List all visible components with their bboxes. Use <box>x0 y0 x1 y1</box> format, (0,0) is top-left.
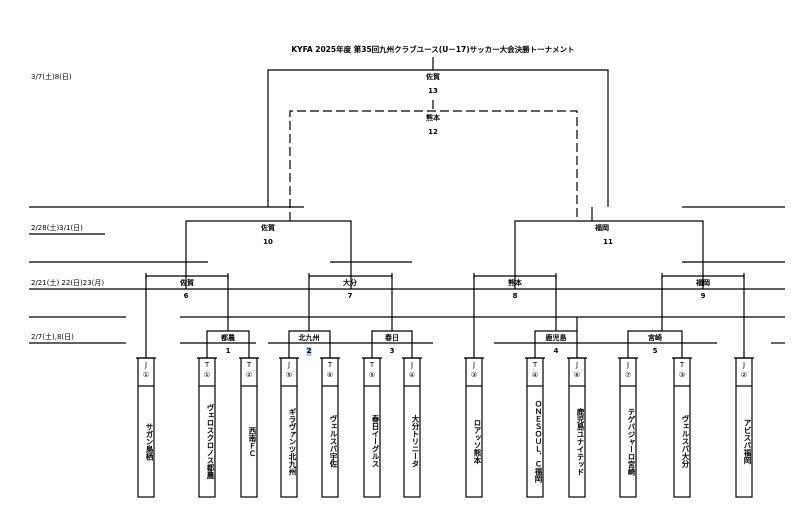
match-4-venue: 鹿児島 <box>545 334 567 342</box>
team-seed: ① <box>203 371 211 379</box>
team-league: T <box>246 361 252 369</box>
team-league: J <box>144 361 148 369</box>
match-5-venue: 宮崎 <box>648 334 662 342</box>
match-6-venue: 佐賀 <box>180 279 194 287</box>
match-11-number: 11 <box>603 238 613 246</box>
team-name: 春日イーグルス <box>371 415 380 468</box>
match-5-number: 5 <box>652 347 658 355</box>
team-seed: ② <box>740 371 748 379</box>
team-league: J <box>410 361 414 369</box>
bracket-solid-lines <box>29 57 785 498</box>
match-12-number: 12 <box>428 128 438 136</box>
team-seed: ⑦ <box>624 371 632 379</box>
team-seed: ⑥ <box>326 371 334 379</box>
team-league: J <box>626 361 630 369</box>
team-name: テゲバジャーロ宮崎 <box>627 407 636 476</box>
team-seed: ⑤ <box>368 371 376 379</box>
team-league: J <box>742 361 746 369</box>
match-7-venue: 大分 <box>343 279 357 287</box>
team-seed: ⑥ <box>573 371 581 379</box>
match-4-number: 4 <box>553 347 559 355</box>
team-seed: ④ <box>408 371 416 379</box>
team-name: ギラヴァンツ北九州 <box>288 407 297 476</box>
team-name: ロアッソ熊本 <box>473 419 482 464</box>
team-league: T <box>679 361 685 369</box>
team-league: J <box>472 361 476 369</box>
match-11-venue: 福岡 <box>595 224 609 232</box>
match-10-venue: 佐賀 <box>261 224 275 232</box>
team-league: J <box>287 361 291 369</box>
team-name: 大分トリニータ <box>411 415 420 468</box>
match-13-number: 13 <box>428 87 438 95</box>
team-league: T <box>204 361 210 369</box>
round-date-first-round: 2/7(土),8(日) <box>31 333 74 341</box>
team-seed: ③ <box>470 371 478 379</box>
match-9-number: 9 <box>700 292 706 300</box>
match-9-venue: 福岡 <box>696 279 710 287</box>
match-8-number: 8 <box>512 292 518 300</box>
match-12-venue: 熊本 <box>426 114 440 122</box>
match-8-venue: 熊本 <box>508 279 522 287</box>
match-6-number: 6 <box>183 292 189 300</box>
match-2-venue: 北九州 <box>298 334 320 342</box>
team-name: ヴェロスクロノス都農 <box>206 404 215 479</box>
team-name: 西南ＦＣ <box>248 426 257 457</box>
team-seed: ③ <box>678 371 686 379</box>
match-7-number: 7 <box>347 292 353 300</box>
match-10-number: 10 <box>263 238 273 246</box>
team-name: アビスパ福岡 <box>743 419 752 464</box>
team-seed: ④ <box>531 371 539 379</box>
team-name: ヴェルスパ宇佐 <box>329 415 338 468</box>
match-3-number: 3 <box>389 347 395 355</box>
team-league: J <box>575 361 579 369</box>
team-league: T <box>369 361 375 369</box>
team-name: ヴェルスパ大分 <box>681 415 690 468</box>
team-seed: ② <box>245 371 253 379</box>
match-1-venue: 都農 <box>221 334 235 342</box>
team-seed: ① <box>142 371 150 379</box>
team-league: T <box>327 361 333 369</box>
round-date-quarterfinal: 2/21(土) 22(日)23(月) <box>31 279 105 287</box>
tournament-title: KYFA 2025年度 第35回九州クラブユース(U－17)サッカー大会決勝トー… <box>291 45 575 54</box>
team-name: ＯＮＥＳＯＵＬ．Ｃ福岡 <box>534 400 543 483</box>
round-date-semifinal: 2/28(土)3/1(日) <box>31 224 83 232</box>
match-1-number: 1 <box>225 347 231 355</box>
match-3-venue: 春日 <box>385 334 399 342</box>
match-13-venue: 佐賀 <box>426 73 440 81</box>
team-name: サガン鳥栖 <box>145 422 154 461</box>
team-league: T <box>532 361 538 369</box>
round-date-final: 3/7(土)8(日) <box>31 73 72 81</box>
team-name: 鹿児島ユナイテッド <box>576 407 585 476</box>
match-2-number: 2 <box>306 347 312 356</box>
team-seed: ⑤ <box>285 371 293 379</box>
third-place-dashed-lines <box>289 100 578 221</box>
